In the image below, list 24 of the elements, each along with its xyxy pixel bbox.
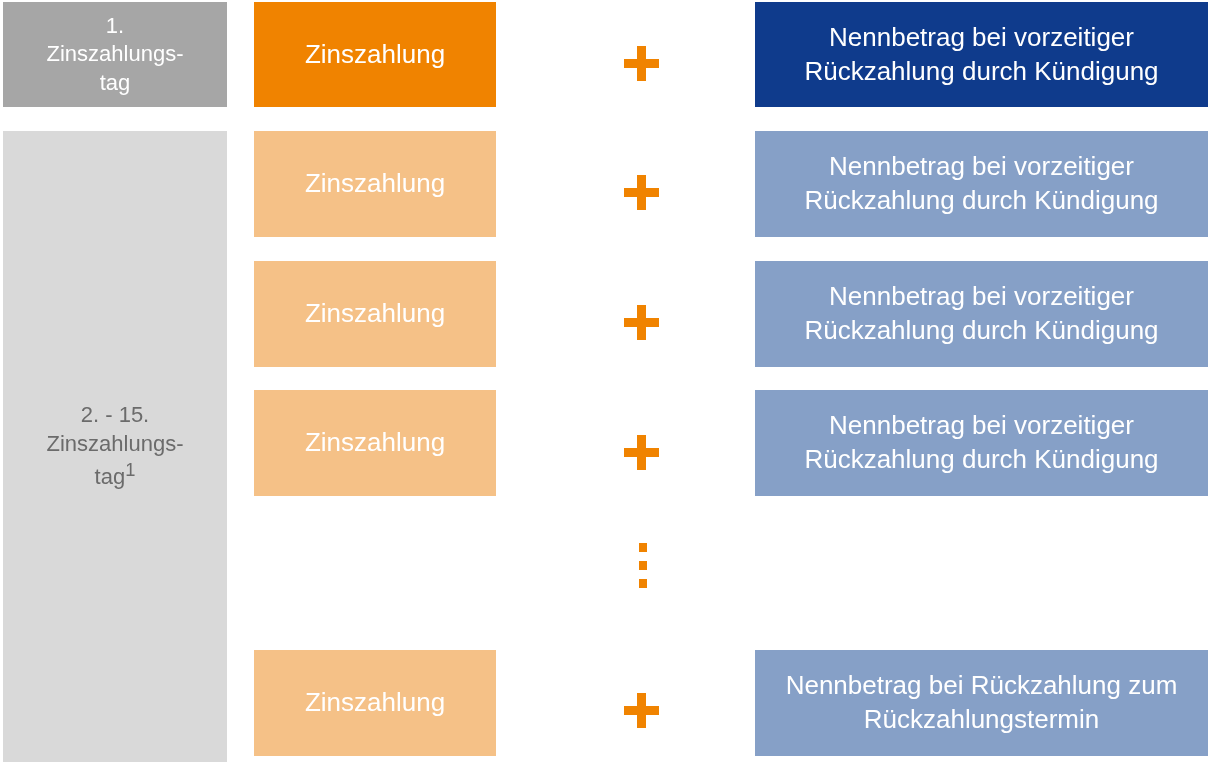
amount-box	[755, 650, 1208, 756]
box-text: 1. Zinszahlungs- tag	[45, 11, 185, 97]
amount-box	[755, 261, 1208, 367]
box-text: Zinszahlung	[304, 426, 446, 460]
payment-box	[254, 390, 496, 496]
payment-box	[254, 261, 496, 367]
amount-box	[755, 131, 1208, 237]
box-text: Nennbetrag bei vorzeitiger Rückzahlung durch Kündigung	[803, 409, 1160, 476]
box-text: Nennbetrag bei Rückzahlung zum Rückzahlungstermin	[784, 669, 1179, 736]
payment-box	[254, 2, 496, 107]
day-label-box	[3, 2, 227, 107]
box-text: Nennbetrag bei vorzeitiger Rückzahlung durch Kündigung	[803, 150, 1160, 217]
box-text: Zinszahlung	[304, 37, 446, 71]
box-text: Zinszahlung	[304, 167, 446, 201]
box-text: 2. - 15. Zinszahlungs- tag$^{1}$	[45, 400, 185, 492]
payment-box	[254, 131, 496, 237]
box-text: Nennbetrag bei vorzeitiger Rückzahlung durch Kündigung	[803, 20, 1160, 88]
amount-box	[755, 2, 1208, 107]
day-label-box	[3, 131, 227, 762]
amount-box	[755, 390, 1208, 496]
box-text: Nennbetrag bei vorzeitiger Rückzahlung durch Kündigung	[803, 280, 1160, 347]
box-text: Zinszahlung	[304, 297, 446, 331]
payment-box	[254, 650, 496, 756]
box-text: Zinszahlung	[304, 686, 446, 720]
